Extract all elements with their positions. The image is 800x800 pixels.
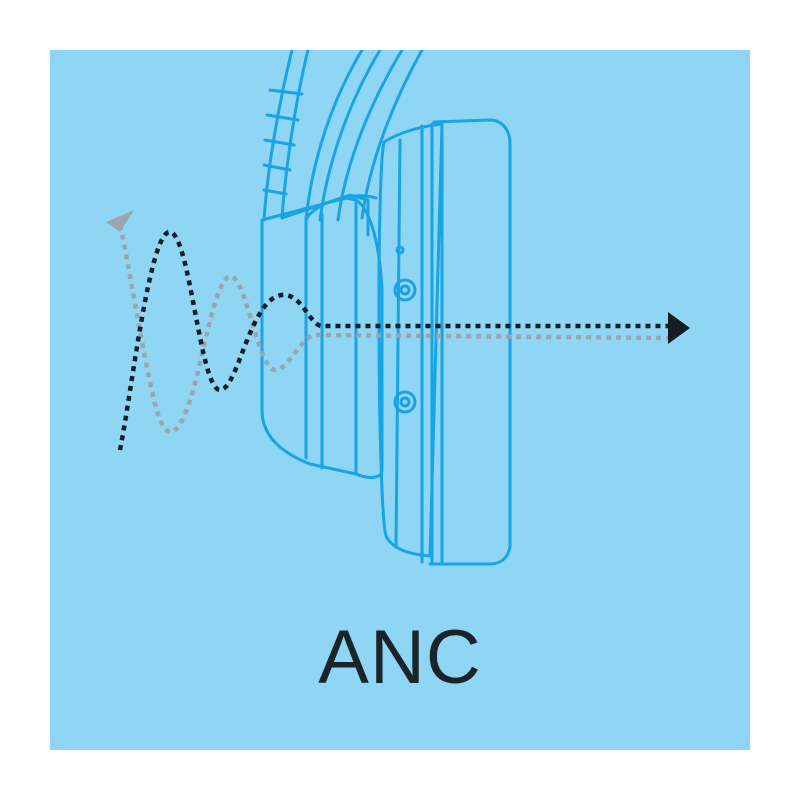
illustration-panel: ANC bbox=[50, 50, 750, 750]
headphone-icon bbox=[260, 50, 512, 566]
noise-wave-icon bbox=[117, 229, 690, 451]
headband-ridges bbox=[262, 88, 304, 196]
headband-outer-inner bbox=[280, 50, 310, 220]
hinge-arm bbox=[354, 198, 384, 479]
status-led bbox=[395, 245, 405, 255]
headband-outer-edge bbox=[262, 50, 294, 222]
illustration-canvas bbox=[50, 50, 750, 750]
ear-cup-back-line bbox=[394, 138, 402, 548]
control-button-top bbox=[393, 278, 417, 302]
ear-cup-body bbox=[428, 118, 512, 566]
control-button-top-center bbox=[399, 284, 411, 296]
headband-arc-2 bbox=[318, 50, 382, 222]
anti-noise-wave-icon bbox=[106, 210, 671, 435]
control-button-bottom-center bbox=[399, 396, 411, 408]
noise-arrowhead bbox=[668, 312, 690, 344]
headband-arc-1 bbox=[304, 50, 364, 222]
anti-noise-wave-path bbox=[117, 224, 671, 435]
control-button-bottom bbox=[393, 390, 417, 414]
inner-ear-pad bbox=[260, 196, 358, 476]
noise-wave-path bbox=[117, 229, 670, 451]
anti-noise-arrowhead bbox=[106, 210, 134, 232]
ear-cup-back bbox=[377, 122, 444, 558]
anc-caption: ANC bbox=[318, 615, 482, 700]
